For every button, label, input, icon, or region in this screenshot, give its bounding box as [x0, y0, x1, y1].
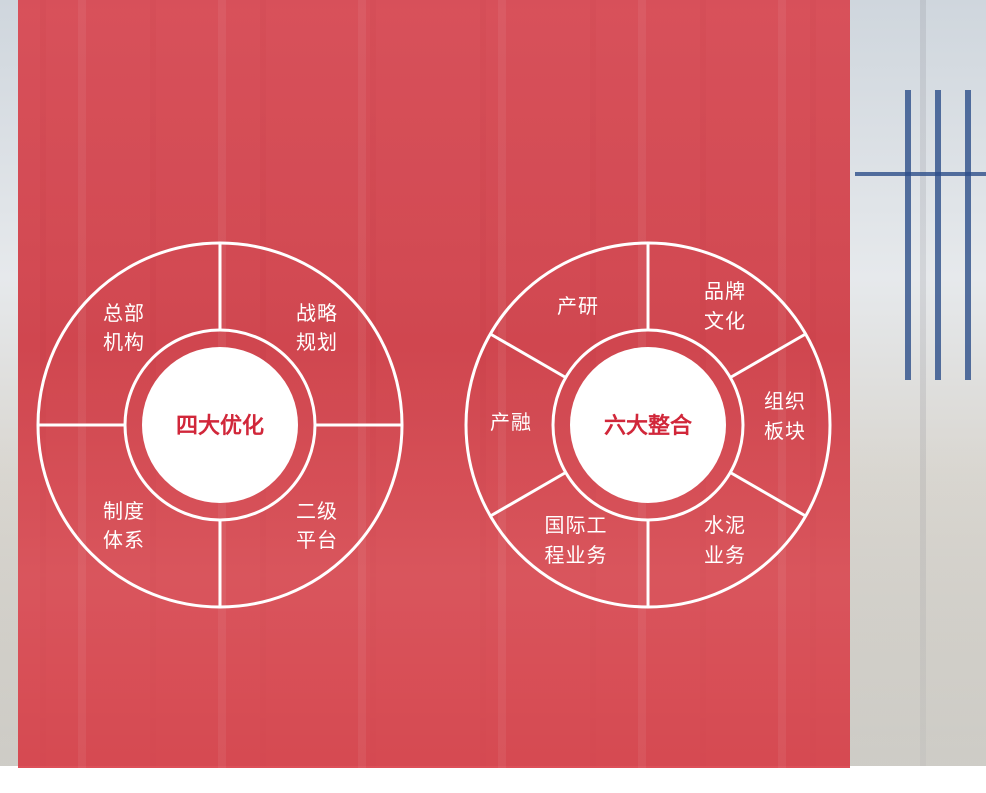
background-steel-column — [965, 90, 971, 380]
right-ring-diagram: 六大整合 品牌 文化 组织 板块 水泥 业务 国际工 程业务 产融 产研 — [464, 241, 832, 609]
right-divider-upper-left — [489, 332, 567, 379]
background-steel-column — [905, 90, 911, 380]
right-divider-lower-right — [729, 471, 807, 518]
left-segment-label: 总部 — [103, 301, 145, 325]
right-divider-upper-right — [729, 332, 807, 379]
right-segment-label: 程业务 — [545, 543, 608, 567]
left-segment-label: 机构 — [103, 330, 145, 354]
background-steel-rail — [855, 172, 986, 176]
right-center-disc — [570, 347, 726, 503]
left-segment-label: 二级 — [296, 499, 338, 523]
right-segment-label: 产融 — [490, 410, 532, 434]
left-center-disc — [142, 347, 298, 503]
left-segment-label: 规划 — [296, 330, 338, 354]
background-steel-column — [935, 90, 941, 380]
left-segment-label: 制度 — [103, 499, 145, 523]
right-segment-label: 产研 — [557, 294, 599, 318]
right-center-label: 六大整合 — [604, 413, 693, 439]
right-divider-lower-left — [489, 471, 567, 518]
right-segment-label: 板块 — [764, 419, 806, 443]
right-segment-label: 业务 — [704, 543, 746, 567]
right-segment-label: 文化 — [704, 309, 746, 333]
bottom-margin — [0, 766, 986, 793]
left-ring-diagram: 四大优化 总部 机构 战略 规划 二级 平台 制度 体系 — [36, 241, 404, 609]
left-segment-label: 平台 — [296, 528, 338, 552]
right-segment-label: 品牌 — [704, 279, 746, 303]
right-segment-label: 组织 — [764, 389, 806, 413]
left-segment-label: 战略 — [296, 301, 338, 325]
left-segment-label: 体系 — [103, 528, 145, 552]
right-segment-label: 水泥 — [704, 513, 746, 537]
left-center-label: 四大优化 — [176, 413, 264, 439]
right-segment-label: 国际工 — [545, 513, 608, 537]
